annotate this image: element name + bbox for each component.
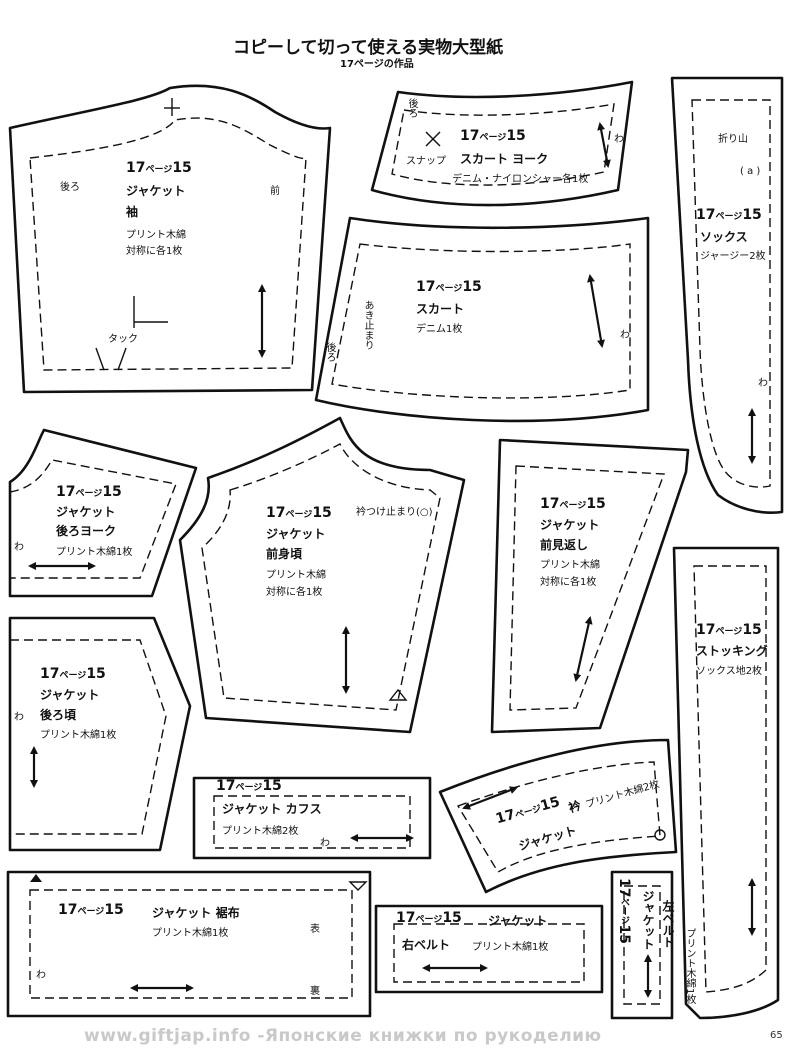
material: プリント木綿1枚 — [40, 730, 117, 741]
grain-arrow — [462, 786, 518, 810]
page-subtitle: 17ページの作品 — [340, 59, 414, 70]
fold-line-label: 折り山 — [718, 134, 748, 145]
material: ジャージー2枚 — [700, 251, 766, 262]
back-label: 後ろ — [60, 182, 80, 193]
grain-arrow — [597, 122, 611, 168]
grain-arrow — [587, 274, 605, 348]
piece-name: 前見返し — [540, 538, 589, 552]
piece-number: 17ページ15 — [616, 878, 632, 944]
grain-arrow — [573, 616, 593, 682]
fold-label: わ — [14, 712, 24, 723]
piece-number: 17ページ15 — [540, 496, 606, 512]
material: プリント木綿1枚 — [472, 942, 549, 953]
fold-label: わ — [14, 542, 24, 553]
piece-number: 17ページ15 — [696, 622, 762, 638]
piece-number: 17ページ15 — [266, 505, 332, 521]
back-yoke-outline — [8, 428, 198, 598]
wrong-side-label: 裏 — [310, 986, 320, 997]
piece-number: 17ページ15 — [56, 484, 122, 500]
material: プリント木綿 — [540, 560, 600, 571]
piece-name: ジャケット カフス — [222, 802, 322, 816]
material: デニム・ナイロンシャー各1枚 — [452, 174, 589, 185]
piece-number: 17ページ15 — [396, 910, 462, 926]
piece-number: 17ページ15 — [40, 666, 106, 682]
piece-number: 17ページ15 — [58, 902, 124, 918]
right-side-label: 表 — [310, 924, 320, 935]
page-title: コピーして切って使える実物大型紙 — [233, 38, 504, 58]
piece-name: ソックス — [700, 230, 748, 244]
material: ソックス地2枚 — [696, 666, 763, 677]
mark-label: ( a ) — [740, 166, 761, 177]
cuffs-outline — [192, 776, 432, 860]
piece-name: 衿 — [567, 798, 583, 816]
piece-name: 左ベルト — [661, 900, 675, 948]
piece-number: 17ページ15 — [216, 778, 282, 794]
garment-name: ジャケット — [266, 527, 326, 541]
piece-name: 前身頃 — [266, 547, 303, 561]
material-note: 対称に各1枚 — [540, 577, 597, 588]
material: プリント木綿1枚 — [56, 547, 133, 558]
material: プリント木綿 — [266, 570, 326, 581]
garment-name: ジャケット — [126, 184, 186, 198]
front-label: 前 — [270, 186, 280, 197]
stocking-outline — [672, 546, 780, 1020]
fold-label: わ — [620, 330, 630, 341]
material: プリント木綿2枚 — [222, 826, 299, 837]
fold-label: わ — [614, 134, 624, 145]
material: プリント木綿1枚 — [684, 928, 695, 1005]
facing-outline — [490, 438, 690, 734]
piece-name: スカート — [416, 302, 465, 316]
fold-label: わ — [758, 378, 768, 389]
piece-name: 後ろ頃 — [40, 708, 77, 722]
material-note: 対称に各1枚 — [266, 587, 323, 598]
piece-number: 17ページ15 — [126, 160, 192, 176]
piece-name: 右ベルト — [402, 938, 451, 952]
back-label: 後ろ — [406, 98, 417, 118]
garment-name: ジャケット — [56, 505, 116, 519]
right-belt-outline — [374, 904, 604, 994]
skirt-yoke-outline — [370, 80, 634, 207]
material-note: 対称に各1枚 — [126, 246, 183, 257]
garment-name: ジャケット — [540, 518, 600, 532]
piece-name: スカート ヨーク — [460, 152, 549, 166]
piece-name: ジャケット 裾布 — [152, 906, 240, 920]
back-body-outline — [8, 616, 192, 852]
footer-watermark: www.giftjap.info -Японские книжки по рук… — [84, 1026, 602, 1046]
material: プリント木綿1枚 — [152, 928, 229, 939]
garment-name: ジャケット — [641, 890, 655, 950]
piece-number: 17ページ15 — [696, 207, 762, 223]
sleeve-outline — [8, 84, 332, 394]
garment-name: ジャケット — [488, 914, 548, 928]
fold-label: わ — [320, 838, 330, 849]
piece-name: 後ろヨーク — [56, 524, 117, 538]
left-belt-outline — [610, 870, 674, 1020]
piece-number: 17ページ15 — [416, 279, 482, 295]
collar-stop-label: 衿つけ止まり(○) — [356, 507, 433, 518]
snap-label: スナップ — [406, 156, 446, 167]
tuck-label: タック — [108, 334, 138, 345]
back-label: 後ろ — [324, 342, 335, 362]
skirt-outline — [314, 216, 650, 423]
material: プリント木綿 — [126, 230, 186, 241]
opening-label: あき止まり — [362, 300, 373, 350]
piece-name: ストッキング — [696, 644, 768, 658]
fold-label: わ — [36, 970, 46, 981]
material: デニム1枚 — [416, 324, 463, 335]
band-outline — [6, 870, 372, 1018]
piece-name: 袖 — [126, 205, 139, 219]
socks-outline — [670, 76, 784, 514]
page-number: 65 — [770, 1030, 783, 1041]
front-body-outline — [178, 416, 466, 734]
piece-number: 17ページ15 — [460, 128, 526, 144]
garment-name: ジャケット — [40, 688, 100, 702]
collar-outline — [438, 738, 678, 894]
